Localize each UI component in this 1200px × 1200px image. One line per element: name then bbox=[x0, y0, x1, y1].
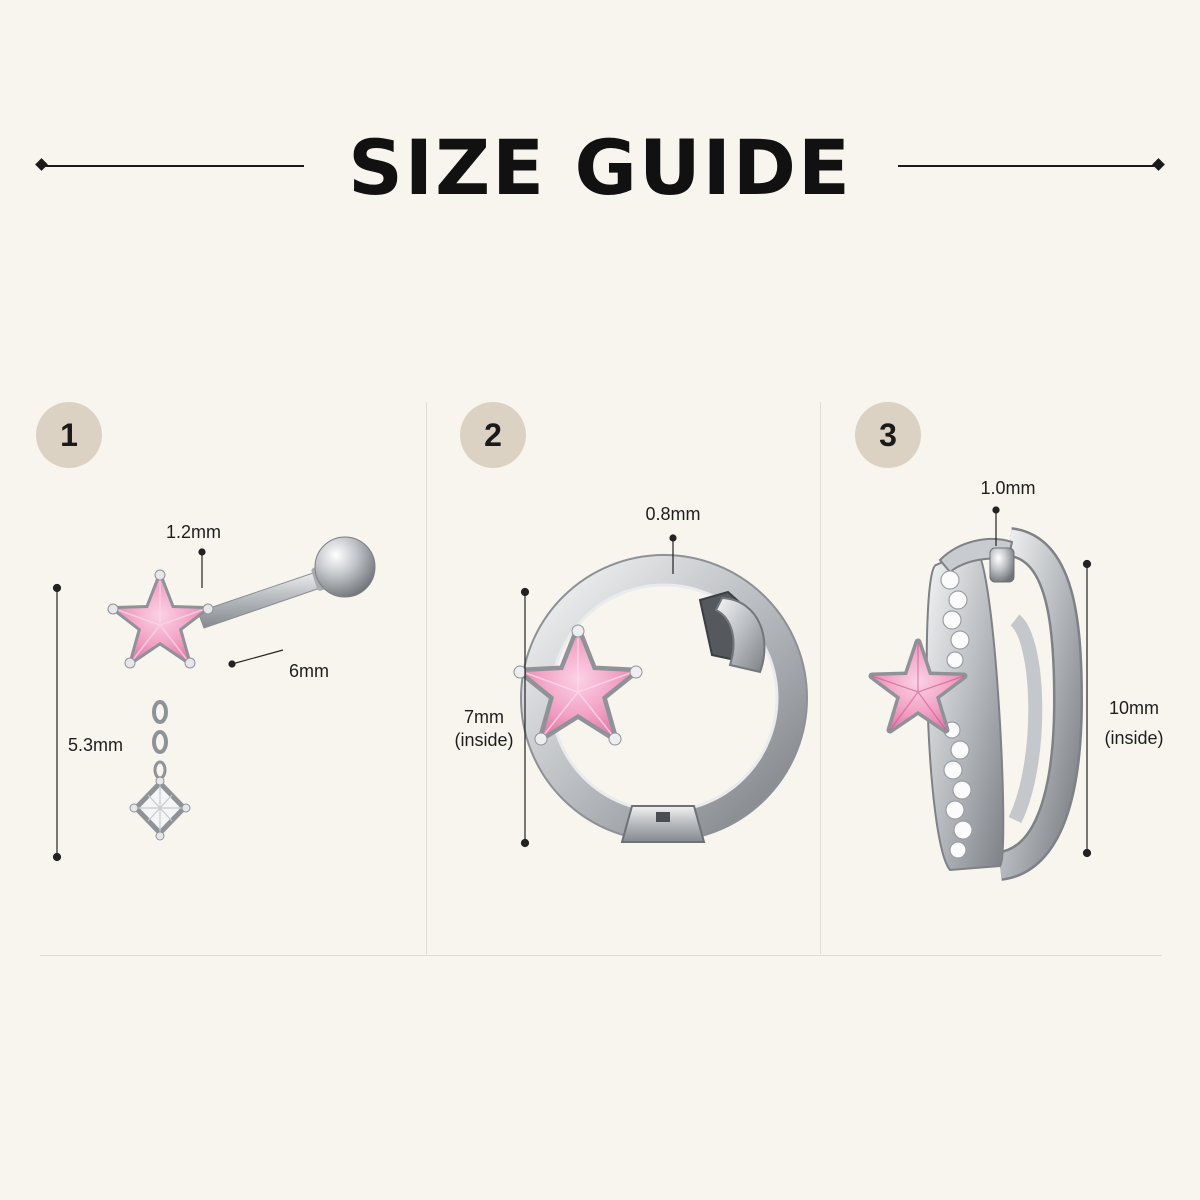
column-divider-2 bbox=[820, 402, 821, 954]
title-rule-right bbox=[898, 165, 1160, 167]
star-pave-hoop-earring-icon bbox=[868, 527, 1084, 881]
item-1-thickness-label: 1.2mm bbox=[166, 522, 222, 542]
star-barbell-dangle-earring-icon bbox=[107, 536, 376, 841]
item-3-thickness-label: 1.0mm bbox=[980, 478, 1036, 498]
item-2-diameter-label: 7mm bbox=[464, 707, 504, 727]
page-title: SIZE GUIDE bbox=[348, 123, 852, 212]
item-3-measure-lines bbox=[992, 506, 1092, 858]
item-1-measure-lines bbox=[52, 548, 284, 862]
item-1-height-label: 5.3mm bbox=[68, 735, 124, 755]
item-3-number-badge: 3 bbox=[855, 402, 921, 468]
item-3-diameter-note: (inside) bbox=[1104, 728, 1164, 748]
item-1-number-badge: 1 bbox=[36, 402, 102, 468]
item-2-diameter-note: (inside) bbox=[454, 730, 514, 750]
item-2-number-badge: 2 bbox=[460, 402, 526, 468]
item-2-measure-lines bbox=[520, 534, 677, 848]
star-huggie-hoop-earring-icon bbox=[513, 554, 808, 843]
item-3-diameter-label: 10mm bbox=[1108, 698, 1159, 718]
item-1-length-label: 6mm bbox=[289, 661, 329, 681]
title-rule-left bbox=[42, 165, 304, 167]
title-row: SIZE GUIDE bbox=[0, 118, 1200, 218]
bottom-divider bbox=[40, 955, 1162, 956]
column-divider-1 bbox=[426, 402, 427, 954]
item-2-thickness-label: 0.8mm bbox=[645, 504, 701, 524]
